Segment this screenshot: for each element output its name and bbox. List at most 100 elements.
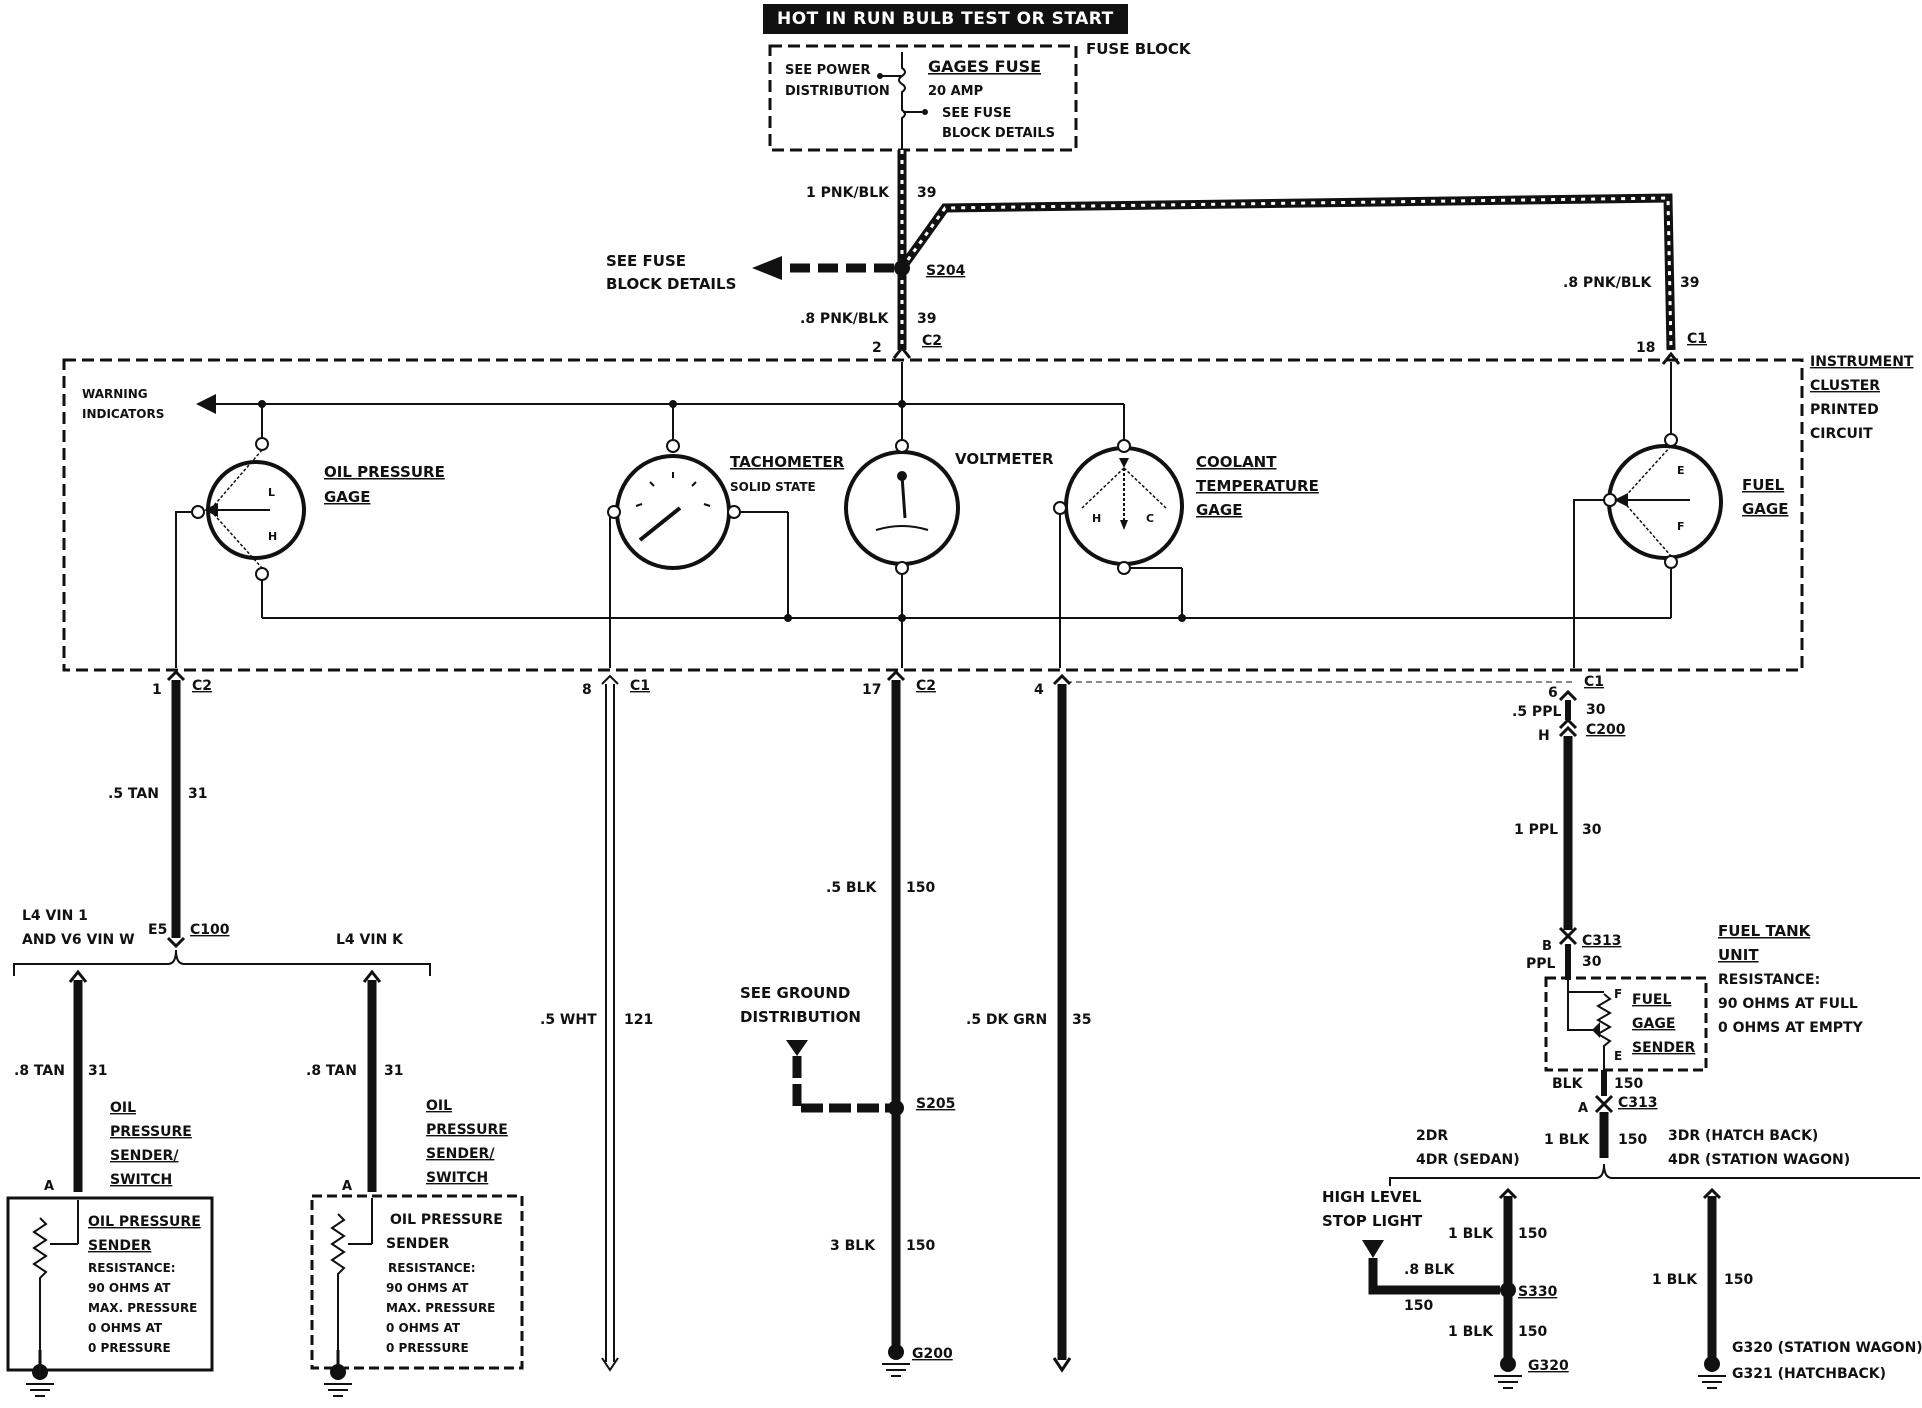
fuel-ppl-wire-circuit: 30 [1582, 954, 1602, 970]
fuel-mark-f: F [1677, 520, 1685, 533]
fuel-sender-title-2: GAGE [1632, 1016, 1675, 1032]
cluster-label-3: PRINTED [1810, 402, 1879, 418]
oil-right-wire-circuit: 31 [384, 1063, 403, 1079]
oil-circuit: .5 TAN 31 E5 C100 L4 VIN 1 AND V6 VIN W … [6, 669, 524, 1397]
fuel-sender-title-3: SENDER [1632, 1040, 1696, 1056]
oil-sender-right-text-5: 0 PRESSURE [386, 1341, 469, 1355]
pin-volt: 17 [862, 682, 881, 698]
oil-variant-right: L4 VIN K [336, 932, 404, 948]
ground-g200: G200 [912, 1346, 953, 1362]
ground-icon [1494, 1356, 1522, 1389]
oil-switch-right-1: OIL [426, 1098, 452, 1114]
fuel-variant-left-2: 4DR (SEDAN) [1416, 1152, 1520, 1168]
top-wiring: 1 PNK/BLK 39 S204 SEE FUSE BLOCK DETAILS… [606, 150, 1707, 365]
fuse-block-title-1: FUSE BLOCK [1086, 40, 1192, 58]
oil-left-wire-circuit: 31 [88, 1063, 107, 1079]
oil-gauge-mark-h: H [268, 530, 277, 543]
oil-sender-left-text-3: MAX. PRESSURE [88, 1301, 197, 1315]
fuel-mark-e: E [1677, 464, 1685, 477]
splice-s204-dot [894, 260, 910, 276]
ground-g320-left: G320 [1528, 1358, 1569, 1374]
connector-oil: C2 [192, 678, 212, 694]
splice-s205-label: S205 [916, 1096, 955, 1112]
bottom-pins: 1 C2 8 C1 17 C2 4 6 C1 [152, 674, 1604, 701]
fuel-1blk-wire-gauge: 1 BLK [1544, 1132, 1590, 1148]
fuel-main-wire-gauge: 1 PPL [1514, 822, 1558, 838]
c1-wire-circuit: 39 [1680, 275, 1699, 291]
oil-sender-right-text-4: 0 OHMS AT [386, 1321, 461, 1335]
volt-circuit: .5 BLK 150 SEE GROUND DISTRIBUTION S205 … [740, 669, 955, 1377]
volt-upper-wire-circuit: 150 [906, 880, 935, 896]
fuel-main-wire-circuit: 30 [1582, 822, 1602, 838]
coolant-mark-h: H [1092, 512, 1101, 525]
oil-left-wire-gauge: .8 TAN [14, 1063, 65, 1079]
pin-18: 18 [1636, 340, 1655, 356]
fuel-blk-wire-circuit: 150 [1614, 1076, 1643, 1092]
warning-indicators-2: INDICATORS [82, 407, 164, 421]
connector-fuel: C1 [1584, 674, 1604, 690]
oil-sender-left-text-2: 90 OHMS AT [88, 1281, 171, 1295]
see-ground-2: DISTRIBUTION [740, 1008, 861, 1026]
c313-top-connector: C313 [1582, 933, 1622, 949]
oil-switch-right-4: SWITCH [426, 1170, 488, 1186]
see-ground-1: SEE GROUND [740, 984, 850, 1002]
fuel-variant-right-1: 3DR (HATCH BACK) [1668, 1128, 1818, 1144]
power-note-2: DISTRIBUTION [785, 84, 890, 99]
oil-gauge-label-2: GAGE [324, 488, 370, 506]
connector-volt: C2 [916, 678, 936, 694]
oil-sender-left-text-5: 0 PRESSURE [88, 1341, 171, 1355]
pin-fuel: 6 [1548, 685, 1558, 701]
fuel-gauge: E F FUEL GAGE [1603, 433, 1788, 569]
oil-sender-right-text-3: MAX. PRESSURE [386, 1301, 495, 1315]
oil-sender-right-text-1: RESISTANCE: [388, 1261, 476, 1275]
oil-sender-left-title-1: OIL PRESSURE [88, 1214, 201, 1230]
instrument-cluster: INSTRUMENT CLUSTER PRINTED CIRCUIT WARNI… [62, 354, 1914, 672]
fuel-gauge-label-2: GAGE [1742, 500, 1788, 518]
tachometer-gauge: TACHOMETER SOLID STATE [607, 439, 845, 570]
coolant-wire-circuit: 35 [1072, 1012, 1091, 1028]
fuse-name: GAGES FUSE [928, 57, 1041, 76]
oil-sender-left-text-1: RESISTANCE: [88, 1261, 176, 1275]
stop-light-1: HIGH LEVEL [1322, 1188, 1422, 1206]
tank-unit-3: RESISTANCE: [1718, 972, 1820, 988]
voltmeter-label: VOLTMETER [955, 450, 1054, 468]
fuel-pin6-wire-circuit: 30 [1586, 702, 1606, 718]
fuel-right-wire-gauge: 1 BLK [1652, 1272, 1698, 1288]
oil-variant-left-1: L4 VIN 1 [22, 908, 88, 924]
cluster-label-2: CLUSTER [1810, 378, 1880, 394]
ground-icon [26, 1350, 54, 1397]
fuel-circuit: .5 PPL 30 H C200 1 PPL 30 B C313 PPL 30 … [1322, 689, 1922, 1389]
tank-unit-1: FUEL TANK [1718, 922, 1812, 940]
fuel-gauge-label-1: FUEL [1742, 476, 1785, 494]
oil-switch-left-2: PRESSURE [110, 1124, 192, 1140]
oil-sender-right-title-2: SENDER [386, 1236, 450, 1252]
oil-switch-left-3: SENDER/ [110, 1148, 179, 1164]
see-fuse-block-2: BLOCK DETAILS [606, 275, 736, 293]
tach-sublabel: SOLID STATE [730, 480, 816, 494]
coolant-mark-c: C [1146, 512, 1154, 525]
c313-bottom-connector: C313 [1618, 1095, 1658, 1111]
oil-right-wire-gauge: .8 TAN [306, 1063, 357, 1079]
ground-right-1: G320 (STATION WAGON) [1732, 1340, 1922, 1356]
oil-right-pin-a: A [342, 1179, 352, 1194]
oil-sender-right-text-2: 90 OHMS AT [386, 1281, 469, 1295]
c100-connector: C100 [190, 922, 230, 938]
c313-bottom-pin: A [1578, 1101, 1588, 1116]
oil-sender-left-text-4: 0 OHMS AT [88, 1321, 163, 1335]
oil-pressure-gauge: L H OIL PRESSURE GAGE [191, 437, 445, 581]
oil-switch-right-2: PRESSURE [426, 1122, 508, 1138]
voltmeter-gauge: VOLTMETER [844, 439, 1054, 575]
coolant-circuit: .5 DK GRN 35 [966, 673, 1091, 1373]
splice-s330-label: S330 [1518, 1284, 1558, 1300]
ground-right-2: G321 (HATCHBACK) [1732, 1366, 1886, 1382]
cluster-label-1: INSTRUMENT [1810, 354, 1914, 370]
fuel-variant-left-1: 2DR [1416, 1128, 1448, 1144]
oil-switch-left-1: OIL [110, 1100, 136, 1116]
s330-down-wire-gauge: 1 BLK [1448, 1324, 1494, 1340]
oil-sender-right-title-1: OIL PRESSURE [390, 1212, 503, 1228]
oil-switch-right-3: SENDER/ [426, 1146, 495, 1162]
pin-tach: 8 [582, 682, 592, 698]
coolant-label-3: GAGE [1196, 501, 1242, 519]
volt-lower-wire-circuit: 150 [906, 1238, 935, 1254]
